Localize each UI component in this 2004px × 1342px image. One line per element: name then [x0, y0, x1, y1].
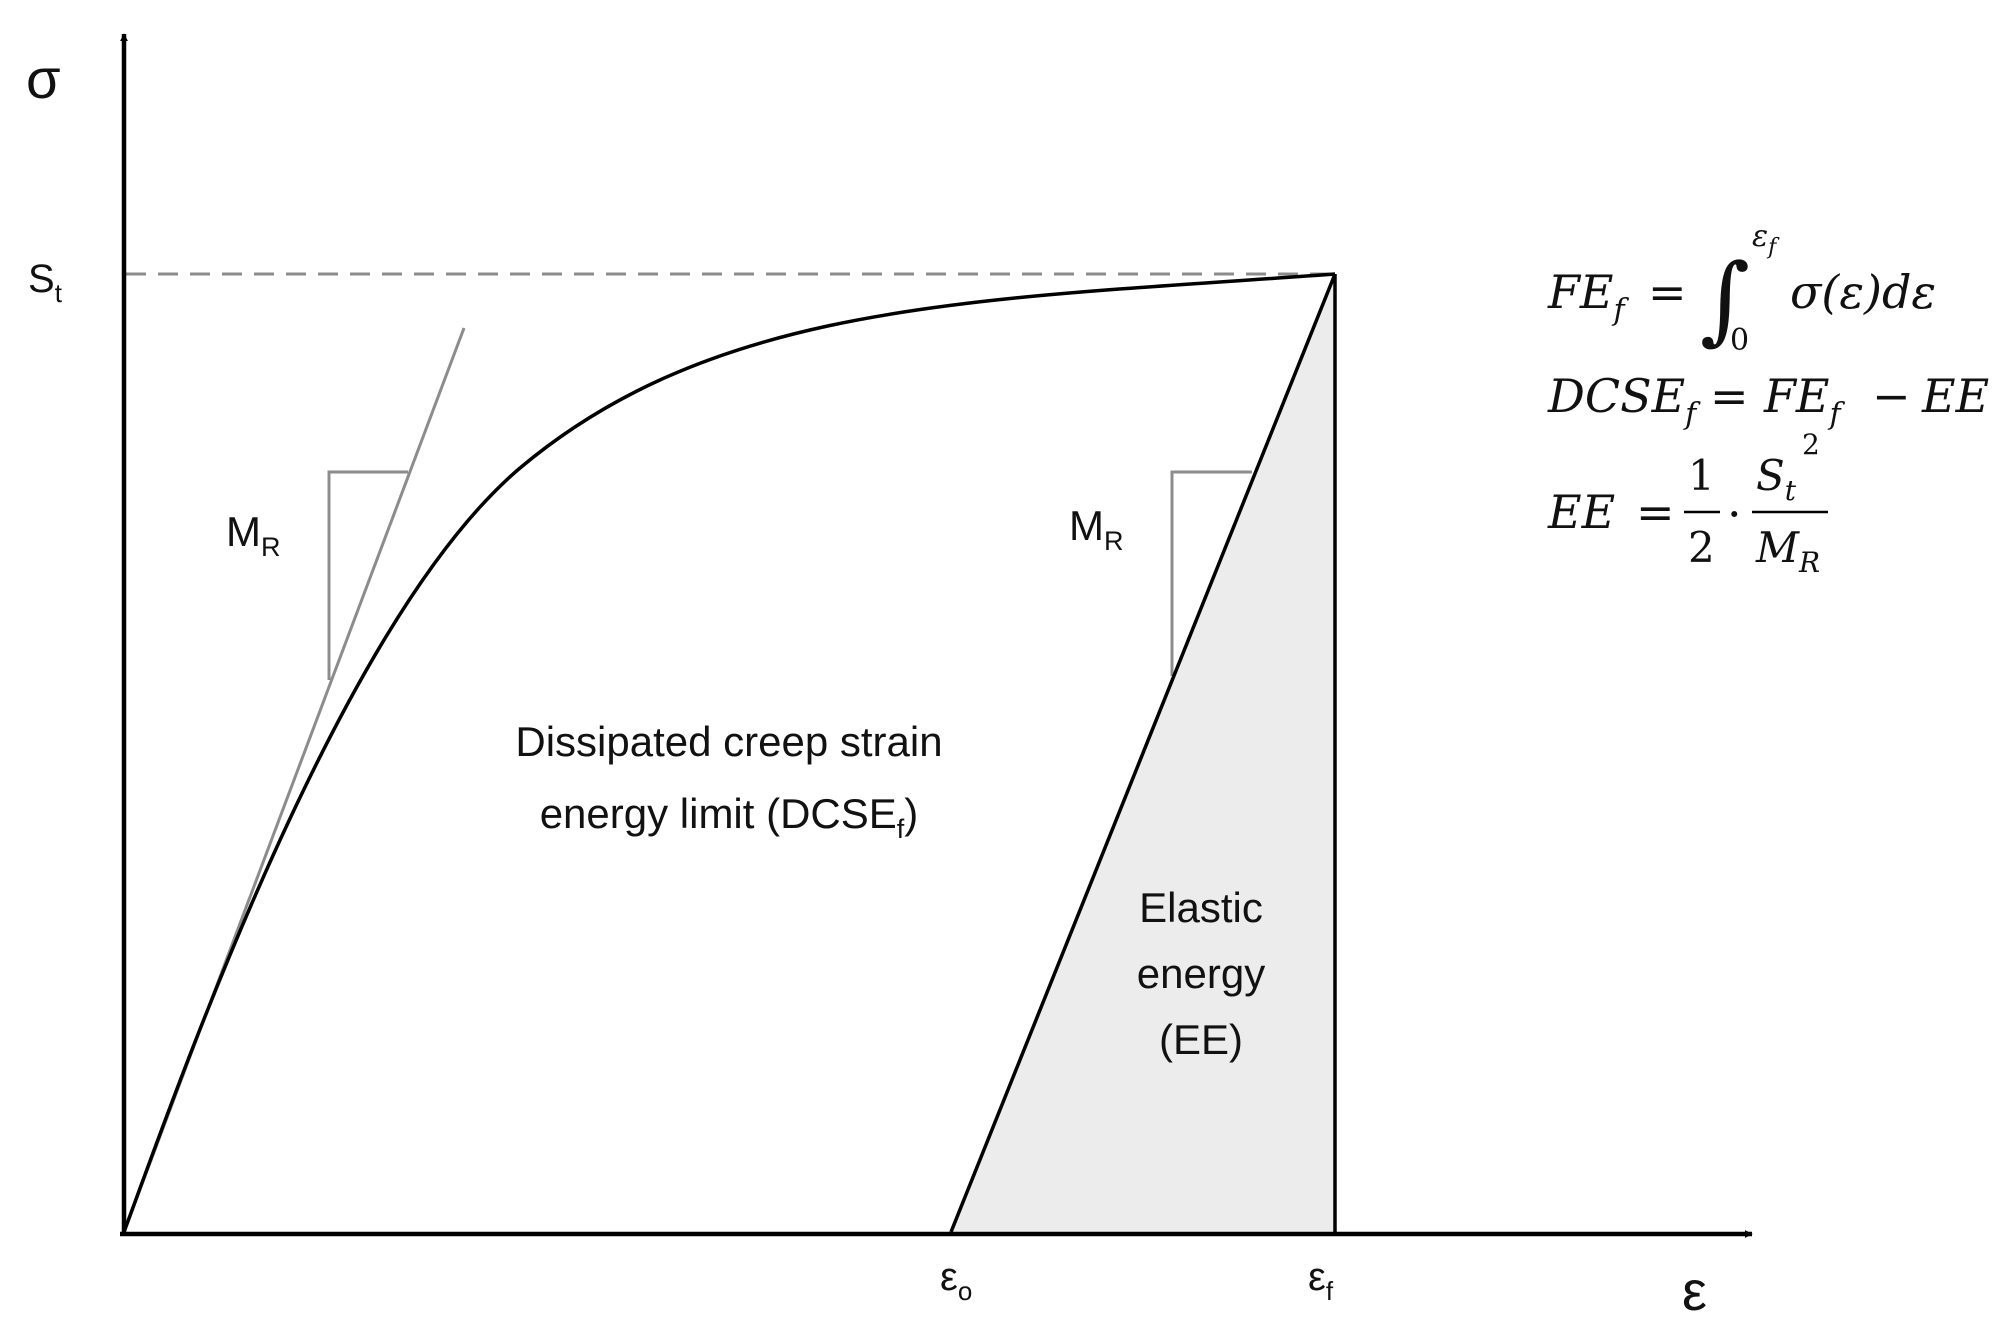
svg-text:·: · — [1727, 487, 1742, 541]
ee-region-label-line2: energy — [1137, 950, 1265, 997]
ee-region-label-line3: (EE) — [1159, 1016, 1243, 1063]
svg-text:−: − — [1872, 369, 1911, 423]
svg-text:2: 2 — [1688, 523, 1715, 572]
svg-text:σ(ε)dε: σ(ε)dε — [1790, 265, 1936, 319]
modulus-label-left: MR — [226, 508, 281, 562]
svg-text:EE: EE — [1921, 369, 1989, 423]
modulus-label-right: MR — [1069, 502, 1124, 556]
ee-region-label-line1: Elastic — [1139, 884, 1263, 931]
svg-text:∫: ∫ — [1700, 243, 1750, 355]
svg-text:EE: EE — [1547, 485, 1615, 539]
fracture-energy-equation: FEf = ∫ εf 0 σ(ε)dε — [1547, 219, 1936, 358]
svg-text:=: = — [1710, 369, 1749, 423]
y-axis-label: σ — [26, 47, 61, 110]
x-axis-label: ε — [1682, 1259, 1707, 1322]
svg-text:=: = — [1636, 485, 1675, 539]
svg-text:FEf: FEf — [1547, 265, 1630, 328]
svg-text:St2: St2 — [1756, 428, 1820, 507]
svg-text:0: 0 — [1730, 323, 1749, 358]
svg-text:MR: MR — [1755, 523, 1820, 579]
svg-text:DCSEf: DCSEf — [1547, 369, 1701, 432]
stress-strain-curve — [122, 272, 1336, 1233]
svg-text:=: = — [1648, 265, 1687, 319]
svg-text:FEf: FEf — [1763, 369, 1846, 432]
strain-o-label: εo — [940, 1255, 972, 1306]
svg-text:εf: εf — [1752, 219, 1780, 260]
slope-triangle-right — [1170, 470, 1252, 676]
dcse-region-label-line1: Dissipated creep strain — [515, 718, 942, 765]
slope-triangle-left — [327, 470, 408, 680]
strength-label: St — [28, 257, 63, 308]
svg-text:1: 1 — [1688, 451, 1715, 500]
dcse-equation: DCSEf = FEf − EE — [1547, 369, 1989, 432]
elastic-energy-equation: EE = 1 2 · St2 MR — [1547, 428, 1828, 579]
strain-f-label: εf — [1308, 1255, 1334, 1306]
dcse-region-label-line2: energy limit (DCSEf) — [540, 790, 919, 844]
unloading-line — [949, 273, 1337, 1233]
